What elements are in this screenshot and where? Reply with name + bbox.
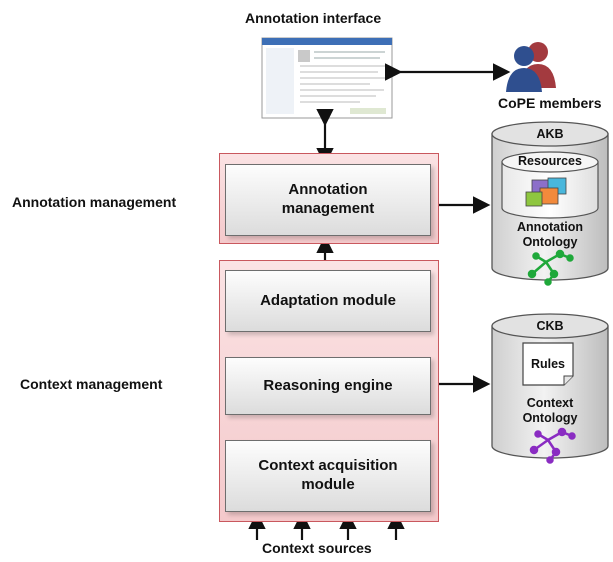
akb-resources-label: Resources <box>518 154 582 168</box>
resource-square-icon <box>539 187 559 205</box>
context-management-side-label: Context management <box>20 376 163 392</box>
ckb-rules-label: Rules <box>530 357 566 371</box>
resource-square-icon <box>525 191 543 207</box>
akb-cylinder <box>491 121 609 286</box>
reasoning-engine-box: Reasoning engine <box>225 357 431 415</box>
akb-title: AKB <box>536 127 564 141</box>
context-acquisition-box: Context acquisition module <box>225 440 431 512</box>
ckb-title: CKB <box>536 319 564 333</box>
annotation-management-box-label: Annotation management <box>281 181 375 217</box>
ckb-cylinder <box>491 313 609 464</box>
cope-members-icon <box>506 42 556 92</box>
adaptation-module-box-label: Adaptation module <box>260 291 396 309</box>
annotation-interface-screenshot <box>261 37 393 119</box>
annotation-interface-label: Annotation interface <box>245 10 382 26</box>
ckb-ontology-label: Context Ontology <box>522 396 578 425</box>
reasoning-engine-box-label: Reasoning engine <box>263 376 393 394</box>
context-ontology-graph-icon <box>529 427 576 464</box>
context-acquisition-box-label: Context acquisition module <box>258 457 398 493</box>
cope-members-label: CoPE members <box>498 95 602 111</box>
akb-ontology-label: Annotation Ontology <box>517 220 583 249</box>
annotation-ontology-graph-icon <box>527 249 574 286</box>
context-sources-label: Context sources <box>262 540 372 556</box>
annotation-management-box: Annotation management <box>225 164 431 236</box>
annotation-management-side-label: Annotation management <box>12 194 177 210</box>
adaptation-module-box: Adaptation module <box>225 270 431 332</box>
